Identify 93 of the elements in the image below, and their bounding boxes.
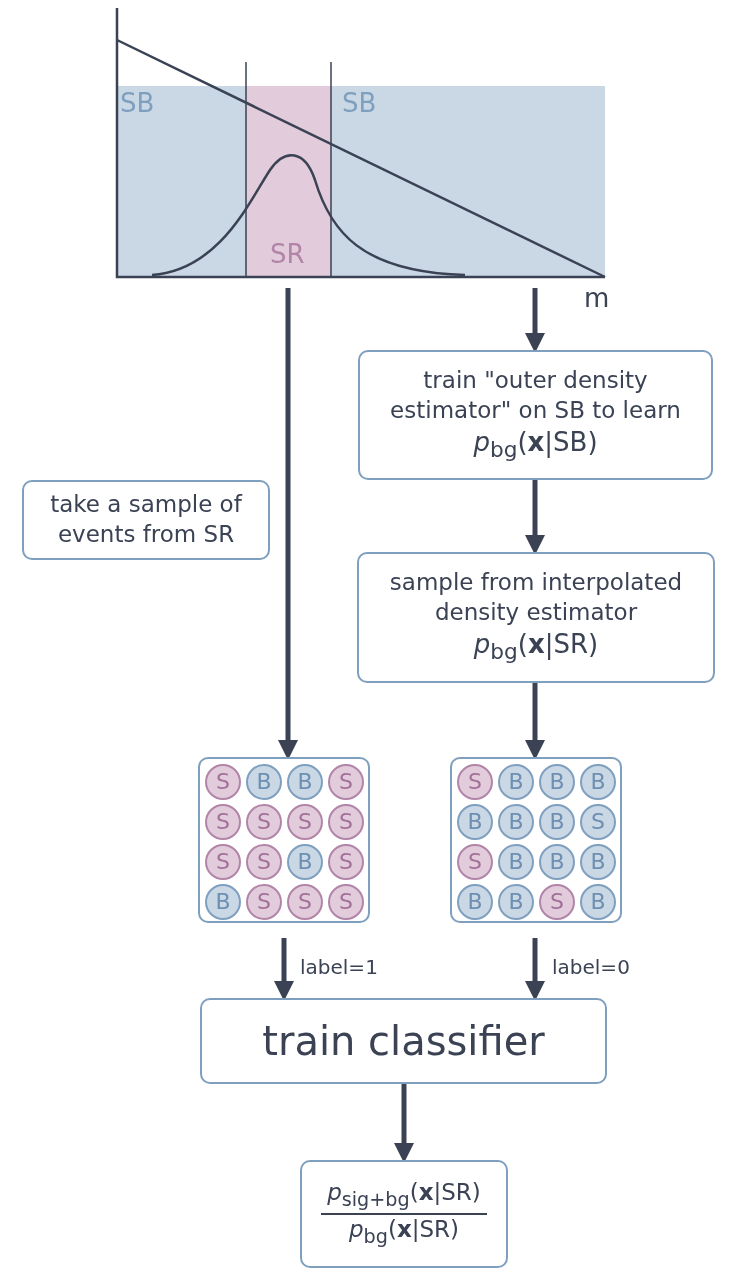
sample-grid-box	[450, 757, 622, 923]
arrow	[525, 480, 545, 555]
region-label: SR	[270, 239, 305, 269]
event-circle	[205, 764, 241, 800]
event-circle	[498, 804, 534, 840]
event-letter: S	[550, 887, 564, 916]
event-circle	[287, 844, 323, 880]
event-letter: B	[508, 847, 524, 876]
event-circle	[205, 844, 241, 880]
event-circle	[580, 844, 616, 880]
event-letter: B	[590, 847, 606, 876]
numerator-formula: p$_{sig+bg}$(x|SR)	[321, 1178, 487, 1215]
event-letter: B	[549, 767, 565, 796]
event-circle	[246, 764, 282, 800]
process-box	[200, 998, 607, 1084]
event-letter: S	[468, 767, 482, 796]
event-letter: S	[216, 807, 230, 836]
event-circle	[287, 884, 323, 920]
box-text: take a sample of events from SR	[49, 490, 244, 549]
event-circle	[539, 844, 575, 880]
event-letter: S	[591, 807, 605, 836]
event-letter: S	[339, 807, 353, 836]
event-letter: B	[549, 807, 565, 836]
event-letter: B	[508, 767, 524, 796]
event-circle	[287, 764, 323, 800]
event-circle	[457, 804, 493, 840]
denominator-formula: p$_{bg}$(x|SR)	[347, 1215, 461, 1250]
event-circle	[246, 844, 282, 880]
event-circle	[580, 764, 616, 800]
region-label: SB	[120, 88, 155, 118]
event-letter: S	[216, 767, 230, 796]
event-letter: S	[257, 887, 271, 916]
event-circle	[246, 804, 282, 840]
box-text: train "outer density estimator" on SB to learn	[389, 365, 682, 425]
arrow	[394, 1084, 414, 1163]
event-circle	[539, 804, 575, 840]
event-circle	[498, 884, 534, 920]
formula-text: p$_{bg}$(x|SB)	[473, 425, 598, 464]
event-circle	[328, 884, 364, 920]
event-circle	[205, 804, 241, 840]
process-box	[22, 480, 270, 560]
event-letter: B	[256, 767, 272, 796]
event-letter: S	[298, 887, 312, 916]
event-letter: S	[339, 887, 353, 916]
process-box	[300, 1160, 508, 1268]
mass-spectrum-plot-drawing	[115, 8, 606, 279]
formula-text: p$_{bg}$(x|SR)	[473, 628, 599, 667]
box-text: train classifier	[262, 1017, 545, 1066]
event-circle	[457, 844, 493, 880]
process-box	[357, 552, 715, 683]
event-circle	[539, 884, 575, 920]
region-label: SB	[342, 88, 377, 118]
event-circle	[539, 764, 575, 800]
event-letter: S	[216, 847, 230, 876]
process-box	[358, 350, 713, 480]
event-circle	[580, 884, 616, 920]
event-circle	[246, 884, 282, 920]
edge-label: label=0	[552, 955, 630, 979]
event-circle	[457, 764, 493, 800]
event-letter: S	[257, 807, 271, 836]
event-letter: S	[339, 847, 353, 876]
event-circle	[328, 804, 364, 840]
arrow	[525, 938, 545, 1001]
event-letter: S	[257, 847, 271, 876]
event-letter: B	[508, 887, 524, 916]
arrow	[274, 938, 294, 1001]
sample-grid-box	[198, 757, 370, 923]
event-circle	[287, 804, 323, 840]
event-letter: S	[339, 767, 353, 796]
event-circle	[580, 804, 616, 840]
event-letter: B	[508, 807, 524, 836]
event-letter: S	[468, 847, 482, 876]
event-letter: B	[215, 887, 231, 916]
event-letter: S	[298, 807, 312, 836]
event-circle	[328, 764, 364, 800]
event-letter: B	[297, 847, 313, 876]
arrow	[525, 288, 545, 353]
event-letter: B	[590, 887, 606, 916]
arrow	[278, 288, 298, 760]
event-circle	[498, 844, 534, 880]
event-circle	[205, 884, 241, 920]
axis-label: m	[584, 283, 610, 313]
event-circle	[498, 764, 534, 800]
event-letter: B	[297, 767, 313, 796]
event-letter: B	[590, 767, 606, 796]
event-letter: B	[467, 887, 483, 916]
edge-label: label=1	[300, 955, 378, 979]
box-text: sample from interpolated density estimator	[388, 568, 684, 628]
event-letter: B	[549, 847, 565, 876]
event-letter: B	[467, 807, 483, 836]
event-circle	[328, 844, 364, 880]
event-circle	[457, 884, 493, 920]
arrow	[525, 683, 545, 760]
